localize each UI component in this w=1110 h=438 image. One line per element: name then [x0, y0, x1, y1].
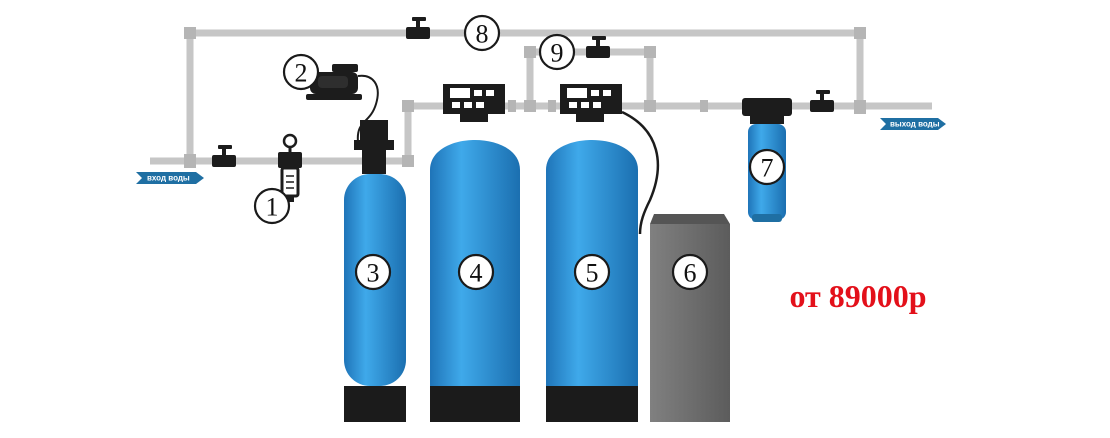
valve-outlet — [810, 90, 834, 112]
callout-9-label: 9 — [551, 39, 564, 68]
outlet-arrow: выход воды — [880, 118, 946, 130]
valve-inlet — [212, 145, 236, 167]
callout-3: 3 — [354, 253, 392, 291]
callout-8: 8 — [463, 14, 501, 52]
callout-4-label: 4 — [470, 259, 483, 288]
callout-1: 1 — [253, 187, 291, 225]
callout-2: 2 — [282, 53, 320, 91]
callout-8-label: 8 — [476, 20, 489, 49]
callout-5-label: 5 — [586, 259, 599, 288]
softener-tank — [546, 84, 660, 422]
iron-removal-tank — [430, 84, 520, 422]
callout-2-label: 2 — [295, 59, 308, 88]
brine-tank — [650, 214, 730, 422]
outlet-label: выход воды — [890, 120, 940, 129]
callout-7-label: 7 — [761, 154, 774, 183]
callout-5: 5 — [573, 253, 611, 291]
callout-9: 9 — [538, 33, 576, 71]
callout-6: 6 — [671, 253, 709, 291]
callout-4: 4 — [457, 253, 495, 291]
callout-7: 7 — [748, 148, 786, 186]
compressor — [306, 64, 379, 143]
valve-bypass-softener — [586, 36, 610, 58]
callout-3-label: 3 — [367, 259, 380, 288]
inlet-arrow: вход воды — [136, 172, 204, 184]
callout-1-label: 1 — [266, 193, 279, 222]
inlet-label: вход воды — [147, 174, 190, 183]
price-label: от 89000р — [789, 278, 926, 314]
valve-bypass — [406, 17, 430, 39]
mesh-filter — [278, 133, 302, 202]
pipe-joints — [184, 27, 866, 168]
callout-6-label: 6 — [684, 259, 697, 288]
